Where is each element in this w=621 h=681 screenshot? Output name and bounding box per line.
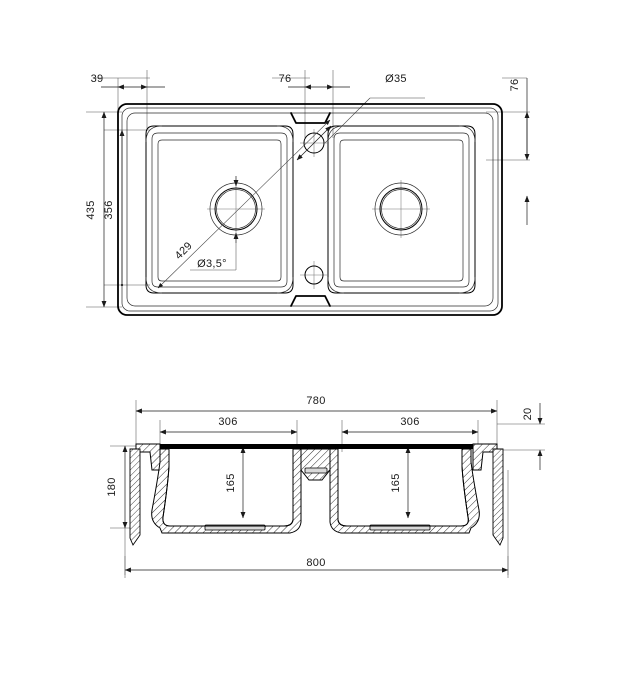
right-bowl-outline (327, 125, 476, 294)
leader-tap-hole-diameter: Ø35 (324, 73, 425, 144)
dimension-overall-width: 800 (124, 556, 509, 578)
dimension-tap-hole-offset: 76 (279, 73, 350, 90)
dim-label-780: 780 (306, 395, 325, 407)
rim-top-slab (136, 444, 497, 449)
dim-label-306-left: 306 (218, 416, 237, 428)
dimension-bowl-left-width: 306 (159, 416, 298, 435)
right-bowl-base (339, 139, 464, 282)
right-bowl-corner-tr (458, 125, 476, 143)
right-drain-mid (379, 187, 423, 231)
sink-rim-bead (126, 112, 494, 307)
dimension-rim-width: 780 (135, 395, 498, 414)
dimension-drain-diameter: Ø3,5° (190, 176, 239, 271)
dim-label-39: 39 (91, 73, 104, 85)
top-view-group: 39 76 Ø35 76 435 (85, 70, 530, 316)
right-bowl-wall (333, 132, 470, 288)
dim-label-d35: Ø35 (385, 73, 407, 85)
section-view-group: 780 306 306 20 180 165 (106, 395, 545, 578)
right-bowl-corner-br (458, 276, 476, 294)
dim-label-356: 356 (103, 200, 115, 219)
dimension-overall-height: 180 (106, 445, 128, 529)
dim-label-165-left: 165 (225, 473, 237, 492)
left-bowl-inner-contour (162, 448, 294, 527)
dim-label-800: 800 (306, 557, 325, 569)
divider-overflow-plate (304, 467, 328, 474)
dimension-right-offset: 76 (509, 78, 530, 161)
right-outer-skirt (492, 448, 504, 546)
right-drain-outer (374, 182, 428, 236)
rim-notch-bottom (290, 295, 331, 307)
right-drain-inner (381, 189, 421, 229)
dim-label-435: 435 (85, 200, 97, 219)
dimension-left-offset: 39 (91, 73, 165, 90)
sink-outer-rim (117, 103, 503, 316)
right-drain-hole (372, 180, 430, 238)
right-bowl-inner-contour (337, 448, 469, 527)
dimension-overall-depth: 435 (85, 111, 107, 308)
dim-label-165-right: 165 (390, 473, 402, 492)
dim-label-306-right: 306 (400, 416, 419, 428)
dimension-bowl-left-height: 165 (225, 446, 246, 519)
left-outer-skirt (129, 448, 141, 546)
dim-label-180: 180 (106, 477, 118, 496)
dim-label-76-right: 76 (509, 79, 521, 92)
left-bowl-corner-bl (145, 276, 163, 294)
dimension-rim-thickness: 20 (522, 403, 543, 470)
right-flange-hatch (472, 443, 498, 471)
center-divider-section (300, 448, 331, 481)
dim-label-20: 20 (522, 408, 534, 421)
dim-label-76-top: 76 (279, 73, 292, 85)
dimension-bowl-right-height: 165 (390, 446, 411, 519)
dimension-bowl-right-width: 306 (341, 416, 479, 435)
dim-label-d35-drain: Ø3,5° (197, 258, 227, 270)
sink-outer-rim-inner (121, 107, 499, 312)
